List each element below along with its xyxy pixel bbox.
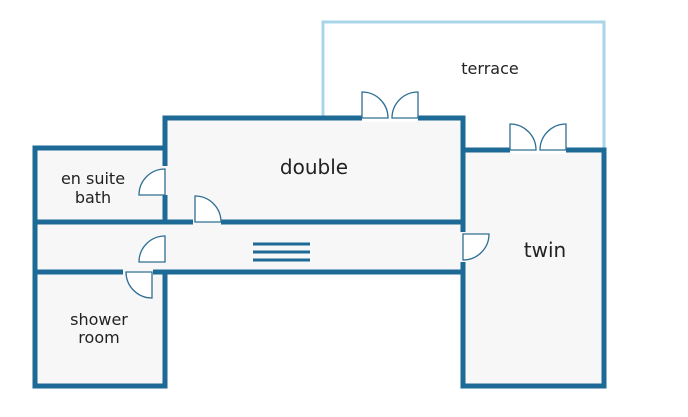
en-suite-door xyxy=(138,168,166,196)
terrace-door-gap-double xyxy=(362,114,418,122)
terrace-door-gap-twin xyxy=(510,146,566,154)
shower-door xyxy=(125,271,153,299)
double-label: double xyxy=(280,155,348,179)
double-hall-door xyxy=(194,195,222,223)
terrace-door-left-twin xyxy=(509,123,537,151)
terrace-door-right-double xyxy=(391,91,419,119)
shower-label-line2: room xyxy=(78,328,119,347)
twin-room xyxy=(460,147,607,389)
stairs-icon xyxy=(253,242,310,262)
en-suite-label-line1: en suite xyxy=(61,169,125,188)
terrace-door-right-twin xyxy=(539,123,567,151)
shower-label-line1: shower xyxy=(70,310,128,329)
terrace-door-left-double xyxy=(361,91,389,119)
twin-label: twin xyxy=(524,238,566,262)
hallway xyxy=(32,219,466,275)
en-suite-label-line2: bath xyxy=(75,188,111,207)
hall-left-door xyxy=(138,235,166,263)
twin-door xyxy=(462,233,490,261)
terrace-label: terrace xyxy=(461,59,518,78)
